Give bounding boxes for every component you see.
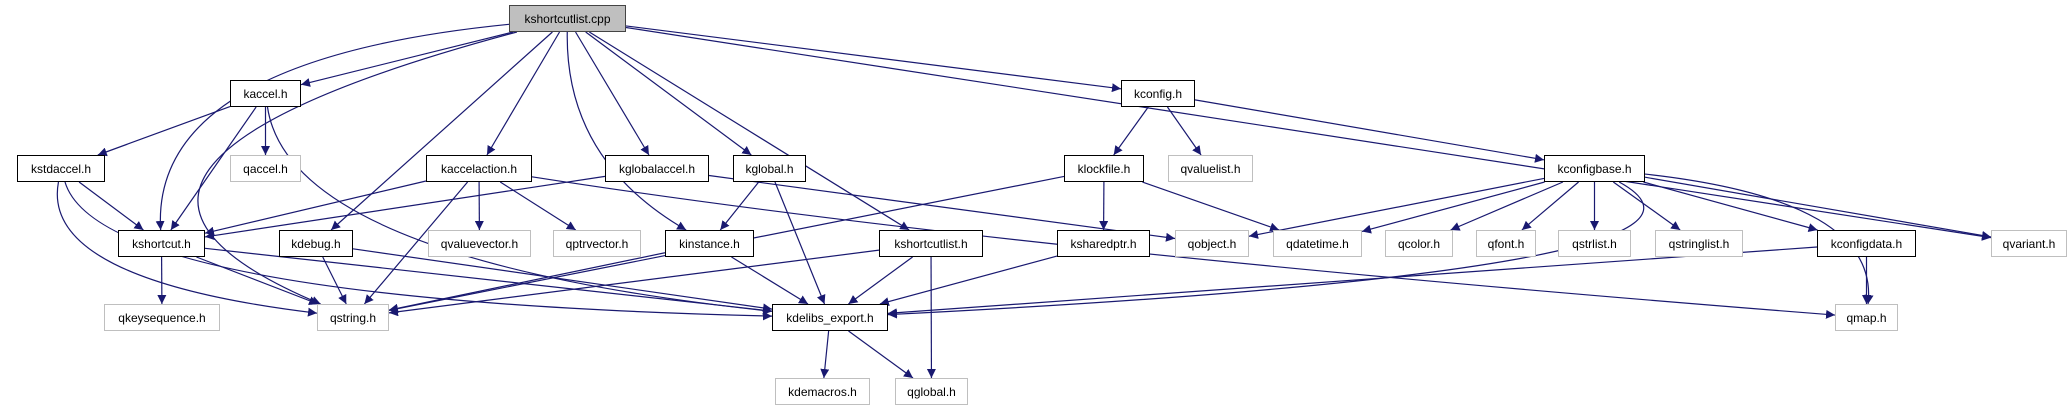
node-kconfigbase-h[interactable]: kconfigbase.h bbox=[1544, 155, 1645, 182]
edge-kconfigbase-h-to-qdatetime-h bbox=[1361, 181, 1545, 234]
node-qcolor-h[interactable]: qcolor.h bbox=[1385, 230, 1453, 257]
node-qvaluevector-h[interactable]: qvaluevector.h bbox=[428, 230, 531, 257]
edge-kconfig-h-to-kconfigbase-h bbox=[1194, 99, 1545, 163]
node-ksharedptr-h[interactable]: ksharedptr.h bbox=[1057, 230, 1150, 257]
edge-kshortcutlist-h-to-qstring-h bbox=[388, 249, 880, 317]
edge-kdebug-h-to-qstring-h bbox=[322, 256, 347, 305]
edge-kconfigbase-h-to-kdelibs-export-h bbox=[887, 181, 1645, 319]
node-qkeysequence-h[interactable]: qkeysequence.h bbox=[104, 304, 220, 331]
node-qfont-h[interactable]: qfont.h bbox=[1476, 230, 1536, 257]
edge-kshortcut-h-to-kdelibs-export-h bbox=[204, 247, 773, 315]
node-kshortcut-h[interactable]: kshortcut.h bbox=[118, 230, 205, 257]
edge-kaccelaction-h-to-qstring-h bbox=[363, 181, 469, 305]
edge-kshortcutlist-cpp-to-kshortcutlist-h bbox=[588, 31, 910, 231]
edge-kinstance-h-to-kdelibs-export-h bbox=[731, 256, 809, 305]
node-kaccel-h[interactable]: kaccel.h bbox=[230, 80, 301, 107]
node-kaccelaction-h[interactable]: kaccelaction.h bbox=[426, 155, 532, 182]
node-qstrlist-h[interactable]: qstrlist.h bbox=[1558, 230, 1631, 257]
edge-kconfig-h-to-qvaluelist-h bbox=[1166, 106, 1202, 156]
edge-kconfigbase-h-to-qvariant-h bbox=[1644, 176, 1992, 240]
node-qvariant-h[interactable]: qvariant.h bbox=[1991, 230, 2067, 257]
node-kconfig-h[interactable]: kconfig.h bbox=[1121, 80, 1195, 107]
node-qobject-h[interactable]: qobject.h bbox=[1175, 230, 1249, 257]
edge-klockfile-h-to-qdatetime-h bbox=[1142, 181, 1280, 232]
node-qdatetime-h[interactable]: qdatetime.h bbox=[1273, 230, 1362, 257]
edge-kshortcutlist-cpp-to-kaccel-h bbox=[300, 31, 514, 87]
edge-kdebug-h-to-kdelibs-export-h bbox=[352, 248, 773, 313]
edge-kconfigbase-h-to-qfont-h bbox=[1521, 181, 1579, 231]
node-qvaluelist-h[interactable]: qvaluelist.h bbox=[1168, 155, 1253, 182]
edge-kconfigbase-h-to-qobject-h bbox=[1248, 177, 1545, 239]
edge-kaccel-h-to-kdelibs-export-h bbox=[266, 106, 773, 315]
node-kglobalaccel-h[interactable]: kglobalaccel.h bbox=[605, 155, 709, 182]
node-kshortcutlist-cpp[interactable]: kshortcutlist.cpp bbox=[509, 5, 626, 32]
node-qaccel-h[interactable]: qaccel.h bbox=[230, 155, 301, 182]
edge-kglobal-h-to-kdelibs-export-h bbox=[774, 181, 826, 305]
edge-kaccel-h-to-kstdaccel-h bbox=[97, 105, 231, 157]
node-qstringlist-h[interactable]: qstringlist.h bbox=[1655, 230, 1743, 257]
edge-kaccel-h-to-kshortcut-h bbox=[170, 106, 257, 231]
node-qptrvector-h[interactable]: qptrvector.h bbox=[553, 230, 641, 257]
edge-kshortcutlist-cpp-to-kinstance-h bbox=[566, 31, 687, 231]
edge-kconfigbase-h-to-kconfigdata-h bbox=[1643, 181, 1818, 232]
edge-kaccelaction-h-to-kshortcut-h bbox=[204, 180, 427, 236]
edge-kglobal-h-to-kinstance-h bbox=[719, 181, 760, 231]
edge-kshortcutlist-cpp-to-kglobal-h bbox=[585, 31, 752, 156]
node-kdelibs-export-h[interactable]: kdelibs_export.h bbox=[772, 304, 888, 331]
edge-kdelibs-export-h-to-kdemacros-h bbox=[820, 330, 830, 379]
node-kstdaccel-h[interactable]: kstdaccel.h bbox=[17, 155, 105, 182]
node-kinstance-h[interactable]: kinstance.h bbox=[665, 230, 754, 257]
edge-kshortcutlist-cpp-to-qstring-h bbox=[197, 31, 518, 305]
edge-kshortcutlist-cpp-to-kdebug-h bbox=[330, 31, 553, 231]
node-kglobal-h[interactable]: kglobal.h bbox=[733, 155, 806, 182]
node-kdebug-h[interactable]: kdebug.h bbox=[279, 230, 353, 257]
node-klockfile-h[interactable]: klockfile.h bbox=[1064, 155, 1144, 182]
edge-kshortcutlist-cpp-to-kaccelaction-h bbox=[486, 31, 561, 156]
edge-kaccelaction-h-to-qptrvector-h bbox=[499, 181, 577, 231]
edge-kstdaccel-h-to-kshortcut-h bbox=[78, 181, 144, 231]
node-kshortcutlist-h[interactable]: kshortcutlist.h bbox=[879, 230, 983, 257]
edge-kglobalaccel-h-to-qobject-h bbox=[708, 174, 1176, 242]
node-qglobal-h[interactable]: qglobal.h bbox=[895, 378, 968, 405]
edge-kstdaccel-h-to-kdelibs-export-h bbox=[64, 181, 773, 321]
edge-kshortcut-h-to-qstring-h bbox=[196, 256, 319, 305]
node-kdemacros-h[interactable]: kdemacros.h bbox=[775, 378, 870, 405]
edge-kshortcutlist-cpp-to-qvariant-h bbox=[625, 26, 1992, 241]
edge-kdelibs-export-h-to-qglobal-h bbox=[848, 330, 914, 379]
node-kconfigdata-h[interactable]: kconfigdata.h bbox=[1817, 230, 1916, 257]
edge-kshortcutlist-cpp-to-kglobalaccel-h bbox=[575, 31, 650, 156]
edge-kinstance-h-to-qstring-h bbox=[388, 252, 666, 313]
edge-kshortcutlist-cpp-to-kconfig-h bbox=[625, 25, 1122, 93]
edge-kconfig-h-to-klockfile-h bbox=[1113, 106, 1149, 156]
edge-kconfigdata-h-to-kdelibs-export-h bbox=[887, 246, 1818, 318]
edge-kconfigbase-h-to-qstringlist-h bbox=[1612, 181, 1681, 231]
node-qmap-h[interactable]: qmap.h bbox=[1835, 304, 1898, 331]
edge-kglobalaccel-h-to-kshortcut-h bbox=[204, 175, 606, 241]
edge-kstdaccel-h-to-qstring-h bbox=[56, 181, 318, 317]
edge-kconfigbase-h-to-qcolor-h bbox=[1450, 181, 1564, 231]
node-qstring-h[interactable]: qstring.h bbox=[317, 304, 389, 331]
edge-ksharedptr-h-to-kdelibs-export-h bbox=[879, 255, 1058, 306]
edge-kshortcutlist-h-to-kdelibs-export-h bbox=[848, 256, 913, 305]
